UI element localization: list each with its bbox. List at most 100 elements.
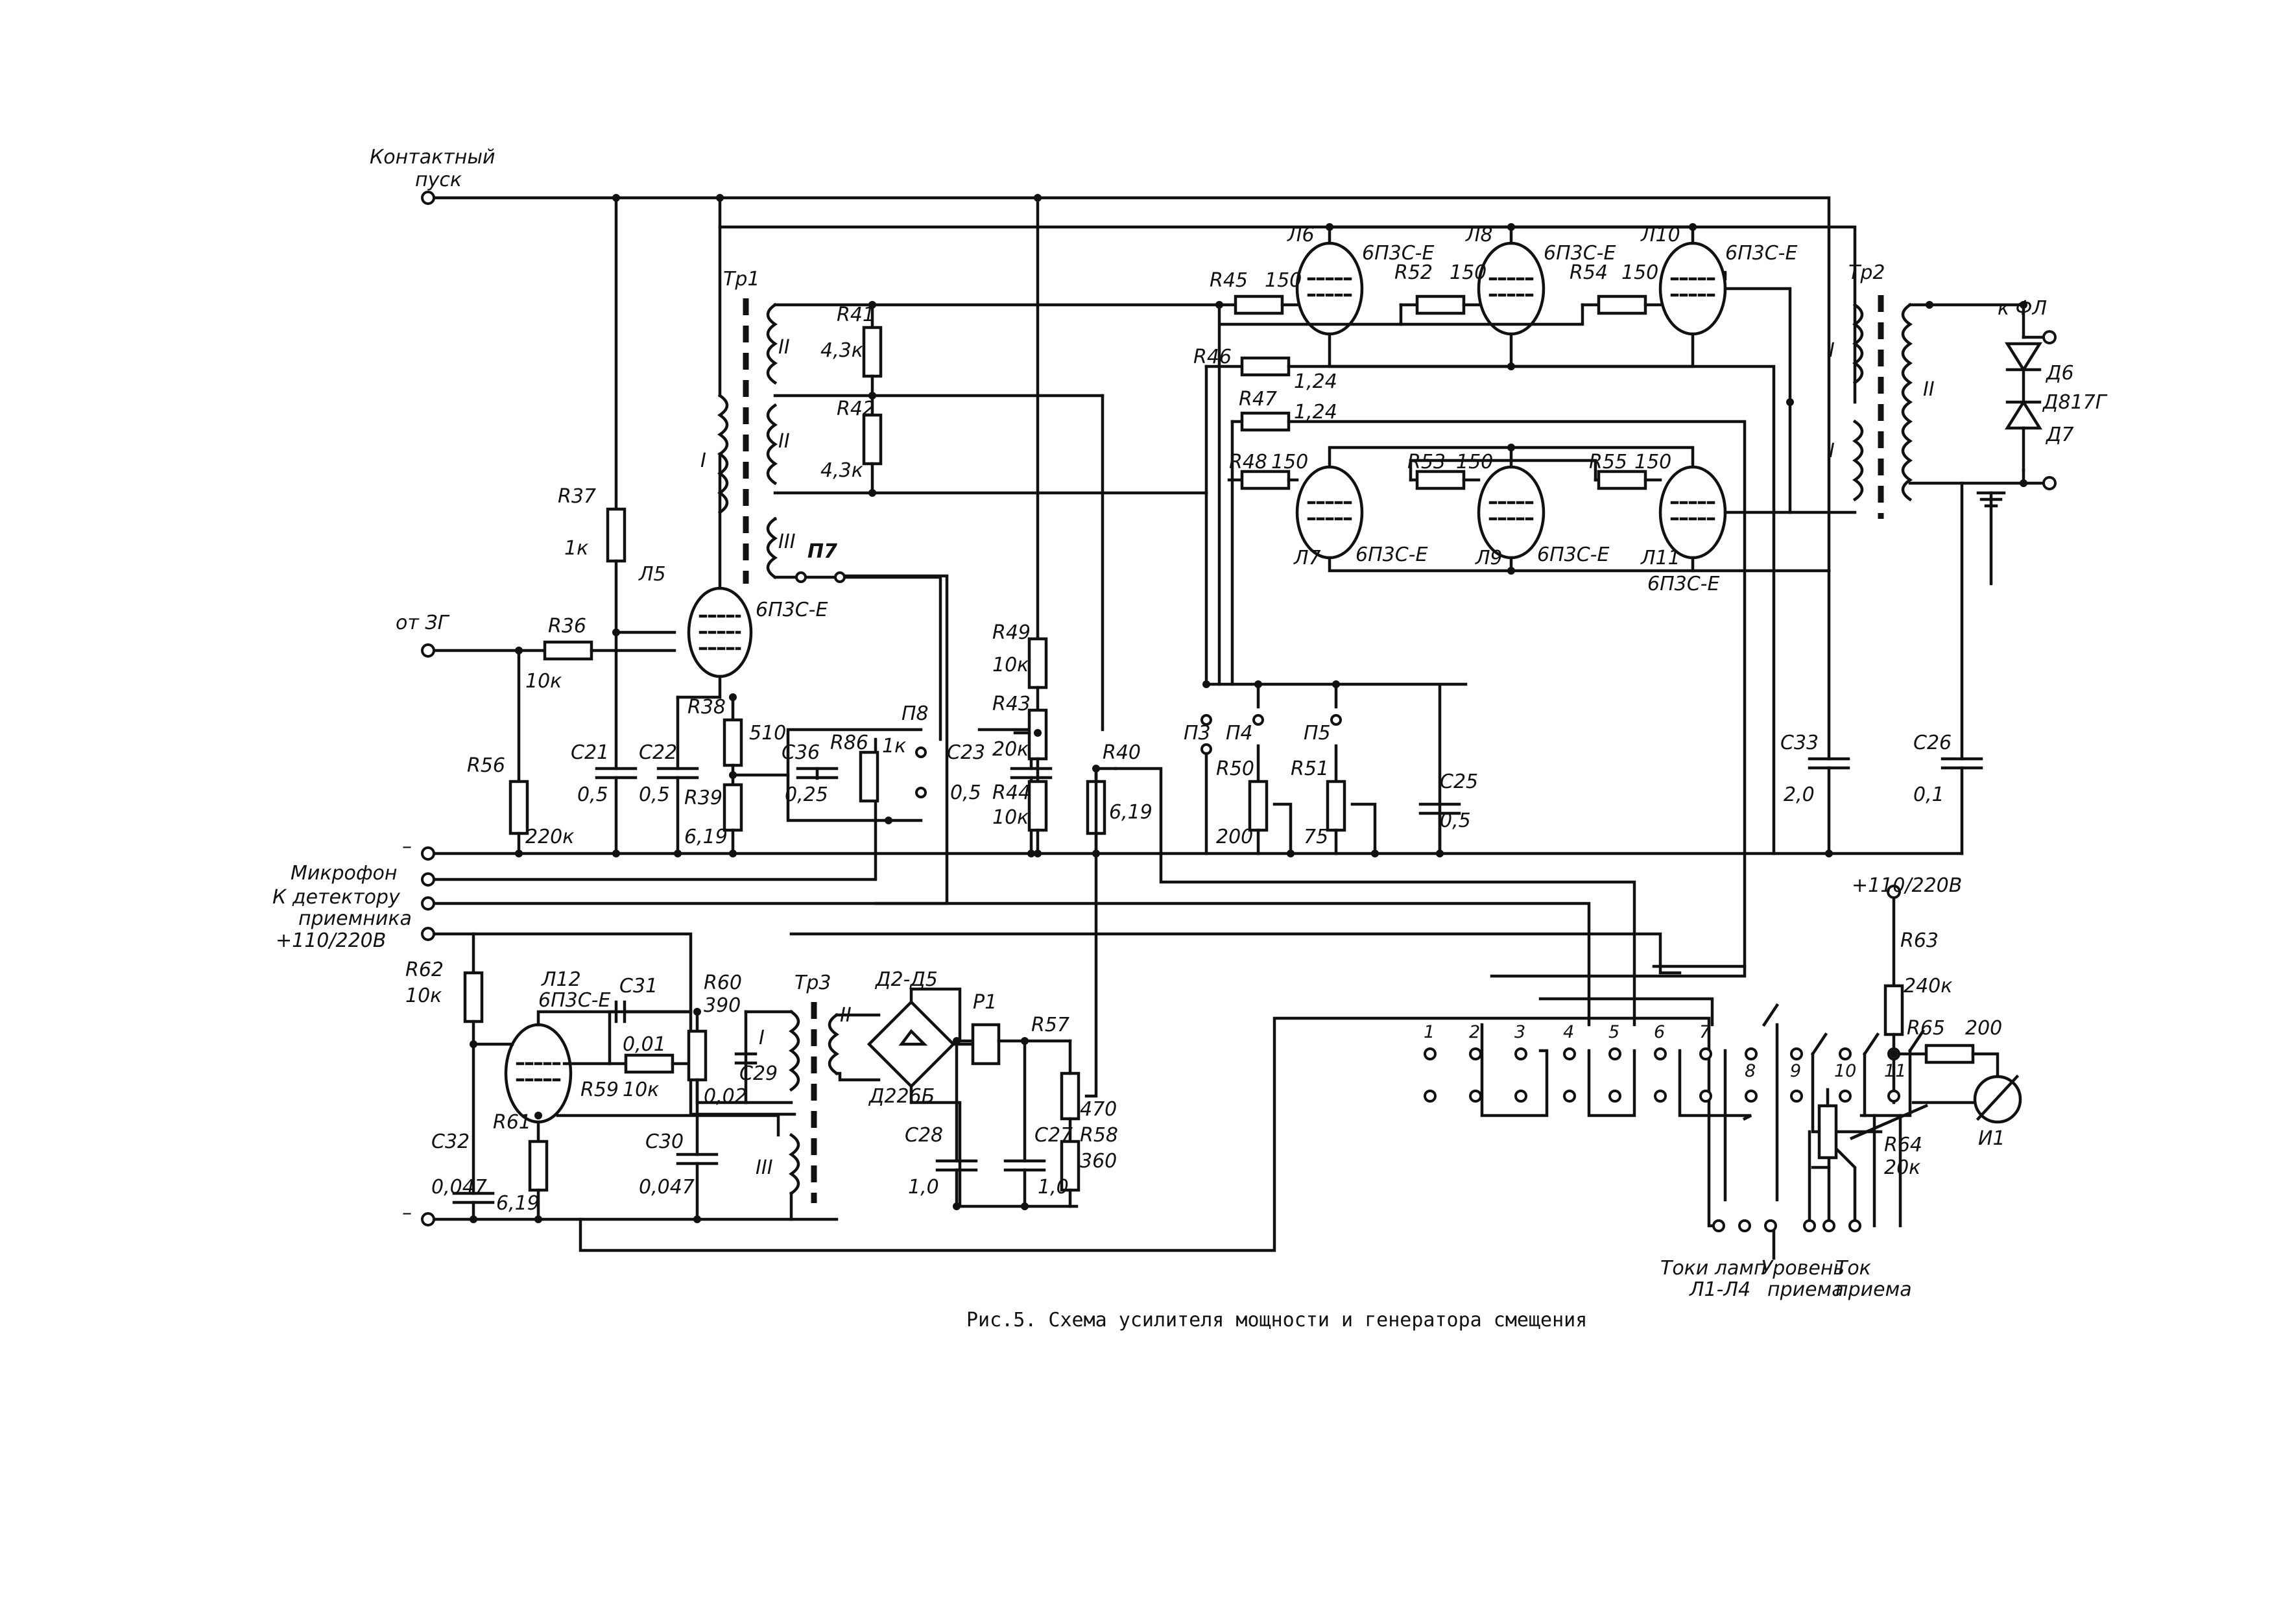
label-tr3-w2: II bbox=[840, 1004, 852, 1027]
resistor-r64 bbox=[1817, 1104, 1838, 1160]
label-tube-l5-type: 6П3С-Е bbox=[756, 599, 828, 621]
label-r57: R57 bbox=[1031, 1014, 1069, 1036]
resistor-r44 bbox=[1027, 780, 1048, 832]
label-c27-v: 1,0 bbox=[1038, 1176, 1069, 1199]
label-tube-l5: Л5 bbox=[638, 563, 666, 586]
resistor-r53 bbox=[1415, 470, 1466, 490]
label-r61-v: 6,19 bbox=[496, 1192, 540, 1215]
label-r48: R48 bbox=[1229, 451, 1267, 473]
terminal-ground-out bbox=[2042, 476, 2057, 490]
label-r38-v: 510 bbox=[749, 722, 786, 745]
resistor-r38 bbox=[723, 718, 743, 767]
label-c22-v: 0,5 bbox=[639, 783, 670, 806]
label-r49-v: 10к bbox=[992, 654, 1029, 676]
resistor-r36 bbox=[543, 640, 593, 661]
label-r39: R39 bbox=[684, 787, 723, 809]
labels: Контактный пуск от ЗГ – Микрофон К детек… bbox=[272, 146, 2108, 1331]
label-c36-v: 0,25 bbox=[785, 783, 828, 806]
terminal-ground-bottom bbox=[421, 1212, 435, 1226]
connector-pins bbox=[1424, 1047, 1900, 1103]
label-tube-l10: Л10 bbox=[1640, 224, 1680, 246]
label-tr2: Тр2 bbox=[1848, 261, 1885, 284]
terminal-kfl bbox=[2042, 330, 2057, 344]
resistor-r65 bbox=[1924, 1044, 1975, 1064]
figure-caption: Рис.5. Схема усилителя мощности и генера… bbox=[966, 1309, 1587, 1331]
label-r41-v: 4,3к bbox=[820, 339, 863, 362]
label-r50: R50 bbox=[1216, 758, 1254, 780]
label-meter-i1: И1 bbox=[1978, 1127, 2005, 1150]
label-c31: С31 bbox=[619, 975, 658, 997]
label-r43: R43 bbox=[992, 693, 1031, 715]
label-r49: R49 bbox=[992, 621, 1031, 644]
label-c25: С25 bbox=[1440, 770, 1478, 793]
label-c30-v: 0,047 bbox=[639, 1176, 695, 1199]
label-r41: R41 bbox=[837, 304, 875, 326]
label-c32: С32 bbox=[431, 1130, 470, 1153]
tube-l11 bbox=[1658, 465, 1727, 560]
label-r37: R37 bbox=[558, 485, 596, 508]
label-r56: R56 bbox=[467, 754, 505, 777]
label-switch-p7: П7 bbox=[807, 540, 837, 563]
terminal-supply bbox=[421, 927, 435, 941]
capacitor-c36 bbox=[796, 767, 839, 780]
label-tube-l9-type: 6П3С-Е bbox=[1537, 543, 1610, 566]
capacitor-c29 bbox=[734, 1052, 758, 1065]
label-tube-l6-type: 6П3С-Е bbox=[1362, 242, 1435, 265]
terminal-from-zg bbox=[421, 643, 435, 658]
label-c25-v: 0,5 bbox=[1440, 809, 1471, 832]
label-tube-l10-type: 6П3С-Е bbox=[1725, 242, 1798, 265]
label-r46: R46 bbox=[1193, 346, 1232, 368]
label-r63: R63 bbox=[1900, 929, 1939, 952]
tube-l10 bbox=[1658, 241, 1727, 336]
label-r47: R47 bbox=[1239, 388, 1277, 411]
label-r50-v: 200 bbox=[1216, 826, 1253, 848]
label-r59: R59 bbox=[580, 1079, 619, 1101]
label-r52: R52 bbox=[1394, 261, 1433, 284]
label-tube-l7-type: 6П3С-Е bbox=[1355, 543, 1428, 566]
label-r62-v: 10к bbox=[405, 985, 442, 1007]
label-tr1-w2b: II bbox=[778, 430, 790, 453]
label-r46-v: 1,24 bbox=[1294, 370, 1337, 393]
label-zener-type: Д817Г bbox=[2042, 391, 2108, 414]
label-r59-v: 10к bbox=[623, 1079, 659, 1101]
label-pin-5: 5 bbox=[1608, 1022, 1619, 1042]
label-current-1: Ток bbox=[1835, 1257, 1871, 1280]
resistor-r63 bbox=[1883, 984, 1904, 1036]
tr2-winding-i-a bbox=[1852, 302, 1864, 385]
label-r60-v: 390 bbox=[704, 994, 741, 1017]
label-tube-l8: Л8 bbox=[1465, 224, 1493, 246]
label-r47-v: 1,24 bbox=[1294, 401, 1337, 424]
tr1-winding-ii-a bbox=[766, 302, 778, 385]
resistor-r56 bbox=[508, 780, 529, 835]
tr2-winding-ii bbox=[1901, 302, 1913, 502]
label-pin-1: 1 bbox=[1424, 1022, 1435, 1042]
label-r40-v: 6,19 bbox=[1109, 801, 1152, 824]
label-r58-v: 360 bbox=[1080, 1150, 1117, 1173]
label-r60: R60 bbox=[704, 972, 742, 994]
label-r65: R65 bbox=[1907, 1017, 1945, 1040]
terminal-microphone bbox=[421, 872, 435, 887]
label-r52-v: 150 bbox=[1450, 261, 1487, 284]
label-c28-v: 1,0 bbox=[908, 1176, 939, 1199]
resistor-r54 bbox=[1597, 294, 1647, 315]
label-pin-4: 4 bbox=[1563, 1022, 1574, 1042]
label-pin-2: 2 bbox=[1469, 1022, 1480, 1042]
tube-l7 bbox=[1295, 465, 1364, 560]
label-r45-v: 150 bbox=[1265, 269, 1302, 292]
label-switch-p3: П3 bbox=[1184, 722, 1211, 745]
bus-wires bbox=[426, 196, 1964, 1252]
label-tr1: Тр1 bbox=[723, 268, 759, 291]
label-tube-l11: Л11 bbox=[1640, 547, 1680, 569]
label-c22: С22 bbox=[639, 741, 677, 764]
connector-block bbox=[789, 767, 2022, 1260]
label-c33: С33 bbox=[1780, 732, 1819, 754]
tube-l12 bbox=[504, 1023, 573, 1124]
label-c33-v: 2,0 bbox=[1784, 783, 1815, 806]
label-pin-10: 10 bbox=[1834, 1061, 1856, 1081]
label-tr1-w1: I bbox=[700, 449, 706, 472]
label-r38: R38 bbox=[687, 696, 726, 719]
label-lamp-currents-2: Л1-Л4 bbox=[1689, 1278, 1750, 1301]
label-r36-v: 10к bbox=[525, 670, 562, 693]
output-tubes bbox=[1204, 225, 1857, 968]
tube-l9 bbox=[1477, 465, 1546, 560]
